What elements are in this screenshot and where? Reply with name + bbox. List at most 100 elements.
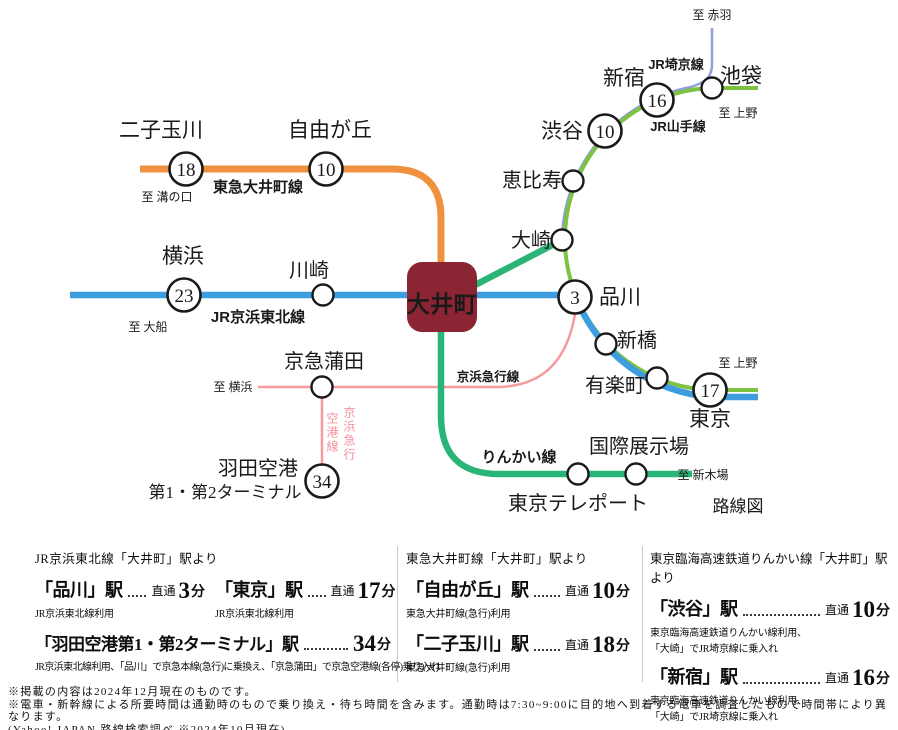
route-note: JR京浜東北線利用 [35,609,114,620]
route-note: JR京浜東北線利用 [215,609,294,620]
route-station: 「新宿」駅 [650,667,738,687]
label-shimbashi: 新橋 [617,329,657,352]
route-minutes-unit: 分 [876,604,890,619]
label-shinagawa: 品川 [599,285,641,309]
label-tokyo: 東京 [689,407,731,431]
endpoint-ueno-right: 至 上野 [718,356,757,370]
info-divider-1 [397,546,398,682]
minutes-tokyo: 17 [701,381,720,402]
hub-oimachi-label: 大井町 [407,292,478,317]
info-col-tokyu-oimachi: 東急大井町線「大井町」駅より 「自由が丘」駅 直通 10 分 東急大井町線(急行… [406,548,630,674]
route-shinagawa: 「品川」駅 直通 3 分 [35,576,205,602]
map-caption: 路線図 [713,497,764,516]
route-minutes: 3 [178,578,191,603]
route-jiyugaoka: 「自由が丘」駅 直通 10 分 [406,576,630,602]
station-circle-tokyo [692,372,728,408]
dotted-leader [742,614,820,616]
minutes-shinjuku: 16 [648,91,667,112]
route-station: 「東京」駅 [215,580,303,600]
route-via: 直通 [564,638,589,652]
station-circle-ebisu [561,169,585,193]
label-keihintohoku-line: JR京浜東北線 [211,308,305,326]
label-haneda-1: 羽田空港 [218,457,298,480]
endpoint-mizonokuchi: 至 溝の口 [141,190,192,204]
minutes-shinagawa: 3 [570,288,580,309]
route-station: 「自由が丘」駅 [406,580,529,600]
station-circle-jiyugaoka [308,151,344,187]
station-circle-ikebukuro [700,76,724,100]
route-note: 東急大井町線(急行)利用 [406,609,511,620]
label-shinjuku: 新宿 [603,66,645,90]
route-minutes-unit: 分 [616,639,630,654]
minutes-shibuya: 10 [596,122,615,143]
route-futakotamagawa: 「二子玉川」駅 直通 18 分 [406,630,630,656]
tokyu-oimachi-line [140,165,445,280]
dotted-leader [303,648,348,650]
endpoint-ofuna: 至 大船 [128,320,167,334]
station-circle-shimbashi [594,332,618,356]
route-minutes: 16 [852,665,875,690]
label-keikyu-line: 京浜急行線 [457,369,520,384]
route-minutes-unit: 分 [377,638,391,653]
station-circle-shinjuku [639,82,675,118]
route-minutes-unit: 分 [191,585,205,600]
route-haneda: 「羽田空港第1・第2ターミナル」駅 34 分 [35,630,391,655]
dotted-leader [533,649,560,651]
label-osaki: 大崎 [511,229,551,252]
station-circle-yokohama [166,277,202,313]
route-via: 直通 [151,584,176,598]
label-jiyugaoka: 自由が丘 [288,118,372,142]
route-minutes: 34 [353,631,376,656]
endpoint-ueno-top: 至 上野 [718,106,757,120]
info-col1-row1: 「品川」駅 直通 3 分 「東京」駅 直通 17 分 [35,576,396,602]
endpoint-shinkiba: 至 新木場 [677,467,728,482]
route-station: 「二子玉川」駅 [406,634,529,654]
route-station: 「渋谷」駅 [650,599,738,619]
label-yokohama: 横浜 [162,244,204,268]
minutes-jiyugaoka: 10 [317,160,336,181]
minutes-futakotamagawa: 18 [177,160,196,181]
dotted-leader [533,595,560,597]
station-circle-futakotamagawa [168,151,204,187]
route-via: 直通 [824,603,849,617]
label-yurakucho: 有楽町 [585,374,645,397]
label-ikebukuro: 池袋 [720,64,762,88]
label-yamanote-line: JR山手線 [650,119,707,134]
label-haneda-2: 第1・第2ターミナル [149,483,302,502]
route-minutes: 10 [852,597,875,622]
footnote-line-2: ※電車・新幹線による所要時間は通勤時のもので乗り換え・待ち時間を含みます。通勤時… [8,698,888,724]
route-note: 「大崎」でJR埼京線に乗入れ [650,712,778,723]
route-tokyo: 「東京」駅 直通 17 分 [215,576,396,602]
endpoint-yokohama: 至 横浜 [213,380,252,394]
station-circle-yurakucho [645,366,669,390]
route-note: 東京臨海高速鉄道りんかい線利用、 [650,696,807,707]
rinkai-line-south [437,325,692,478]
station-circle-osaki [550,228,574,252]
route-note: 東京臨海高速鉄道りんかい線利用、 [650,628,807,639]
route-station: 「羽田空港第1・第2ターミナル」駅 [35,635,299,654]
info-col1-header: JR京浜東北線「大井町」駅より [35,552,218,566]
info-divider-2 [642,546,643,682]
label-rinkai-line: りんかい線 [481,448,556,466]
dotted-leader [742,682,820,684]
route-station: 「品川」駅 [35,580,123,600]
info-col3-header: 東京臨海高速鉄道りんかい線「大井町」駅より [650,552,888,585]
route-minutes-unit: 分 [381,585,396,600]
route-minutes: 10 [592,578,615,603]
info-col-keihintohoku: JR京浜東北線「大井町」駅より 「品川」駅 直通 3 分 「東京」駅 直通 17… [35,548,441,673]
footnote-line-3: (Yahoo! JAPAN 路線検索調べ ※2024年10月現在) [8,723,286,730]
label-keikyu-airport-right: 京浜急行 [342,406,356,462]
route-note: 東急大井町線(急行)利用 [406,663,511,674]
label-saikyo-line: JR埼京線 [648,57,705,72]
route-shibuya: 「渋谷」駅 直通 10 分 [650,595,890,621]
label-tokyu-oimachi-line: 東急大井町線 [213,178,303,196]
station-circle-keikyukamata [310,375,334,399]
route-note: 「大崎」でJR埼京線に乗入れ [650,644,778,655]
route-via: 直通 [564,584,589,598]
label-kokusaitenjijo: 国際展示場 [589,435,689,458]
minutes-yokohama: 23 [175,286,194,307]
route-minutes: 18 [592,632,615,657]
label-ebisu: 恵比寿 [502,169,562,192]
route-map: 大井町 18 10 23 3 17 16 10 34 [70,8,764,516]
